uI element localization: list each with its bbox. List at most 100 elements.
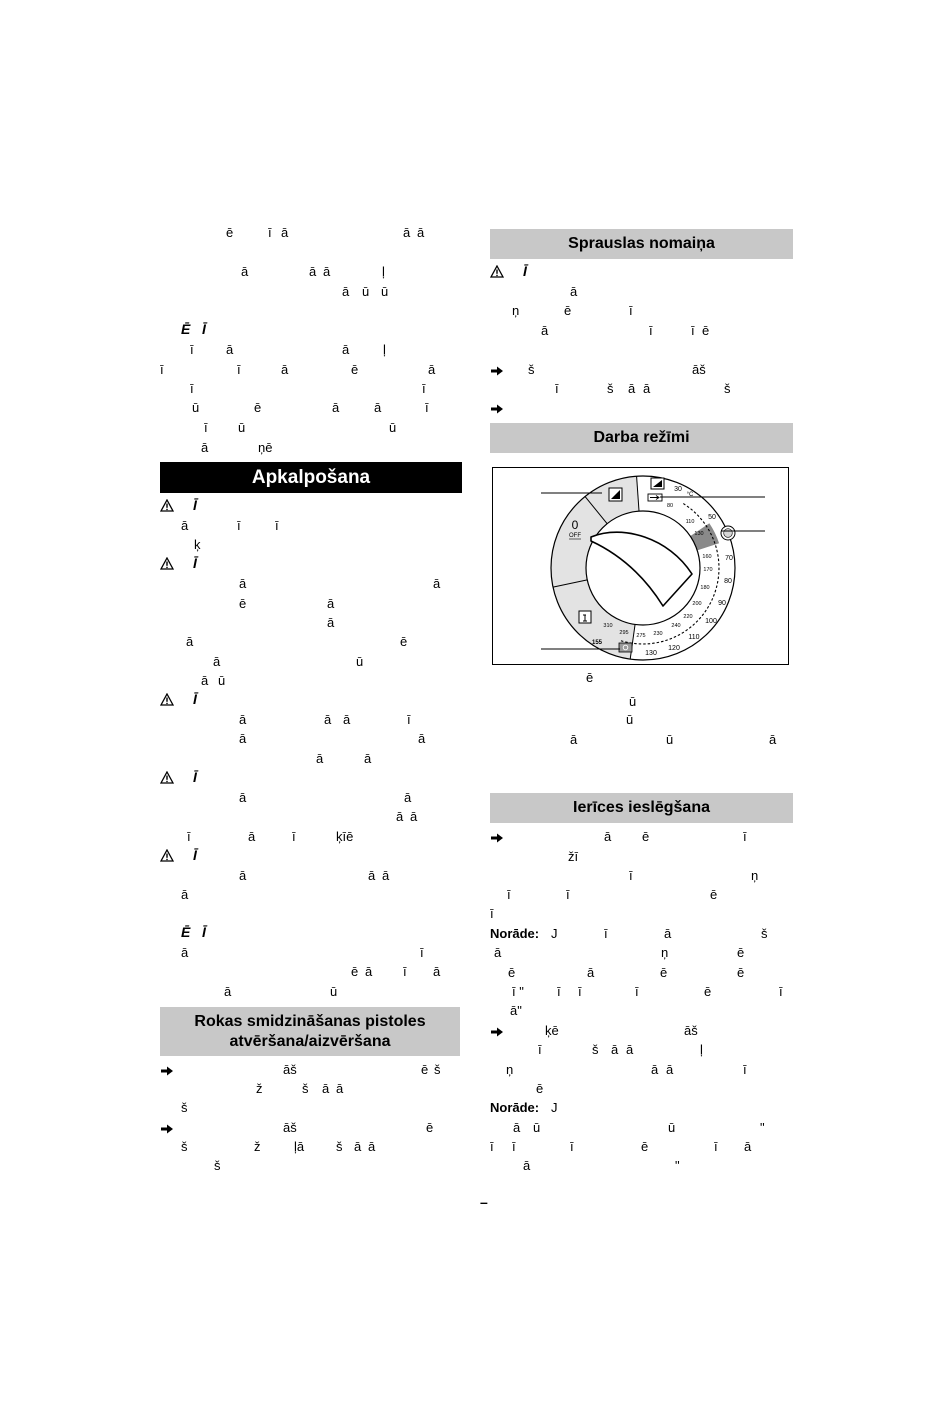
text-fragment: ā bbox=[239, 868, 247, 883]
text-fragment: ū bbox=[626, 712, 634, 727]
text-fragment: ā bbox=[428, 362, 436, 377]
text-fragment: ā bbox=[382, 868, 390, 883]
section-heading-darba: Darba režīmi bbox=[490, 423, 793, 453]
text-fragment: ī bbox=[557, 984, 561, 999]
emphasis-label: Ī bbox=[193, 555, 197, 571]
inner-scale-label: 230 bbox=[653, 631, 662, 637]
text-fragment: š bbox=[761, 926, 768, 941]
text-fragment: ā bbox=[611, 1042, 619, 1057]
inner-scale-label: 170 bbox=[703, 567, 712, 573]
note-label: Norāde: bbox=[490, 1100, 540, 1115]
text-fragment: ā bbox=[541, 323, 549, 338]
text-fragment: ž bbox=[256, 1081, 263, 1096]
text-fragment: š bbox=[528, 362, 535, 377]
text-fragment: ī bbox=[275, 518, 279, 533]
text-fragment: J bbox=[551, 1100, 558, 1115]
section-title: Ierīces ieslēgšana bbox=[573, 799, 710, 816]
text-fragment: ā bbox=[239, 790, 247, 805]
inner-scale-label: 155 bbox=[592, 640, 603, 646]
text-fragment: ļā bbox=[294, 1139, 305, 1154]
inner-scale-label: 160 bbox=[702, 554, 711, 560]
text-fragment: ā bbox=[410, 809, 418, 824]
text-fragment: š bbox=[434, 1062, 441, 1077]
operating-modes-dial-diagram: 0 OFF °C 30 50 70 80 90 100 110 120 130 … bbox=[492, 467, 789, 665]
text-fragment: āš bbox=[692, 362, 706, 377]
section-title: Darba režīmi bbox=[593, 429, 690, 446]
section-heading-rokas-pistole: Rokas smidzināšanas pistoles atvēršana/a… bbox=[160, 1007, 460, 1056]
text-fragment: ē bbox=[704, 984, 712, 999]
text-fragment: ā bbox=[374, 400, 382, 415]
text-fragment: ū bbox=[330, 984, 338, 999]
inner-scale-label: 180 bbox=[700, 585, 709, 591]
text-fragment: ī bbox=[570, 1139, 574, 1154]
text-fragment: ļ bbox=[382, 264, 385, 279]
text-fragment: ā bbox=[628, 381, 636, 396]
text-fragment: ī bbox=[743, 829, 747, 844]
text-fragment: " bbox=[760, 1120, 765, 1135]
section-heading-ierices: Ierīces ieslēgšana bbox=[490, 793, 793, 823]
text-fragment: ā bbox=[587, 965, 595, 980]
emphasis-label: Ī bbox=[523, 263, 527, 279]
text-fragment: ē bbox=[642, 829, 650, 844]
text-fragment: ē bbox=[564, 303, 572, 318]
text-fragment: ļ bbox=[383, 342, 386, 357]
emphasis-label: Ī bbox=[193, 691, 197, 707]
text-fragment: ē bbox=[737, 945, 745, 960]
text-fragment: ž bbox=[254, 1139, 261, 1154]
text-fragment: ā bbox=[418, 731, 426, 746]
text-fragment: ā bbox=[316, 751, 324, 766]
text-fragment: ā bbox=[364, 751, 372, 766]
text-fragment: ā bbox=[626, 1042, 634, 1057]
text-fragment: ā bbox=[239, 731, 247, 746]
text-fragment: ī bbox=[538, 1042, 542, 1057]
text-fragment: ī bbox=[268, 225, 272, 240]
inner-scale-label: 200 bbox=[692, 601, 701, 607]
arrow-bullet-icon bbox=[490, 364, 504, 382]
text-fragment: ķīē bbox=[336, 829, 354, 844]
text-fragment: ī bbox=[578, 984, 582, 999]
text-fragment: ņ bbox=[512, 303, 520, 318]
text-fragment: ā bbox=[368, 1139, 376, 1154]
outer-scale-label: 80 bbox=[724, 578, 732, 585]
text-fragment: āš bbox=[283, 1120, 297, 1135]
text-fragment: ā bbox=[201, 440, 209, 455]
inner-scale-label: 130 bbox=[694, 531, 703, 537]
text-fragment: š bbox=[724, 381, 731, 396]
emphasis-label: Ī bbox=[193, 769, 197, 785]
text-fragment: ū bbox=[629, 694, 637, 709]
text-fragment: ī bbox=[779, 984, 783, 999]
outer-scale-label: 110 bbox=[688, 634, 699, 641]
text-fragment: ī bbox=[691, 323, 695, 338]
text-fragment: ē bbox=[737, 965, 745, 980]
page-footer-dash: – bbox=[480, 1194, 488, 1210]
text-fragment: ē bbox=[400, 634, 408, 649]
dial-scale-dashed-arc bbox=[619, 503, 720, 645]
text-fragment: ū bbox=[533, 1120, 541, 1135]
emphasis-label: Ī bbox=[202, 924, 206, 940]
text-fragment: ī bbox=[629, 303, 633, 318]
text-fragment: ā bbox=[769, 732, 777, 747]
text-fragment: ā bbox=[396, 809, 404, 824]
text-fragment: ā bbox=[324, 712, 332, 727]
dial-ring-left-sector bbox=[550, 476, 640, 660]
text-fragment: ā bbox=[354, 1139, 362, 1154]
text-fragment: ā bbox=[643, 381, 651, 396]
text-fragment: ū bbox=[238, 420, 246, 435]
text-fragment: ā bbox=[322, 1081, 330, 1096]
text-fragment: ē bbox=[239, 596, 247, 611]
text-fragment: ā bbox=[664, 926, 672, 941]
text-fragment: ā bbox=[241, 264, 249, 279]
warning-icon bbox=[159, 556, 175, 575]
arrow-bullet-icon bbox=[490, 1025, 504, 1043]
outer-scale-label: 120 bbox=[668, 645, 680, 652]
inner-scale-label: 275 bbox=[636, 633, 645, 639]
text-fragment: ā bbox=[433, 576, 441, 591]
emphasis-label: Ī bbox=[193, 847, 197, 863]
text-fragment: ē bbox=[351, 362, 359, 377]
text-fragment: žī bbox=[568, 849, 579, 864]
text-fragment: ī bbox=[190, 342, 194, 357]
text-fragment: ā bbox=[248, 829, 256, 844]
text-fragment: ī bbox=[629, 868, 633, 883]
section-title: Sprauslas nomaiņa bbox=[568, 235, 715, 252]
emphasis-label: Ē bbox=[181, 924, 191, 940]
